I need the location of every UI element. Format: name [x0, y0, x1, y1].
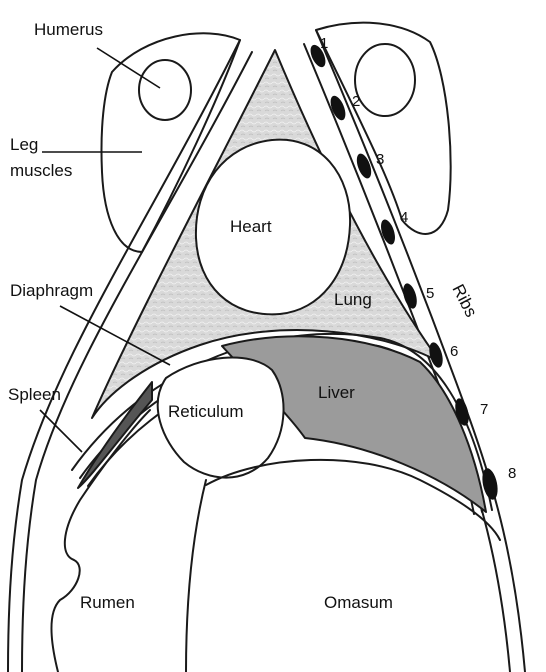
- label-lung: Lung: [334, 290, 372, 309]
- label-reticulum: Reticulum: [168, 402, 244, 421]
- rib-number-5: 5: [426, 285, 434, 302]
- label-heart: Heart: [230, 217, 272, 236]
- rumen-outline: [52, 410, 151, 672]
- rib-number-4: 4: [400, 209, 408, 226]
- label-leg-muscles-line1: Leg: [10, 135, 38, 154]
- label-diaphragm: Diaphragm: [10, 281, 93, 300]
- humerus-leader-line: [97, 48, 160, 88]
- rumen-omasum-boundary: [186, 480, 206, 672]
- label-leg-muscles-line2: muscles: [10, 161, 72, 180]
- rib-number-1: 1: [320, 35, 328, 52]
- label-rumen: Rumen: [80, 593, 135, 612]
- right-humerus-bone: [355, 44, 415, 116]
- spleen-organ: [78, 382, 152, 488]
- left-humerus-bone: [139, 60, 191, 120]
- rib-number-3: 3: [376, 151, 384, 168]
- rib-number-2: 2: [352, 93, 360, 110]
- label-liver: Liver: [318, 383, 355, 402]
- label-ribs: Ribs: [448, 281, 480, 320]
- rib-number-8: 8: [508, 465, 516, 482]
- label-omasum: Omasum: [324, 593, 393, 612]
- label-humerus: Humerus: [34, 20, 103, 39]
- rib-number-7: 7: [480, 401, 488, 418]
- rib-number-6: 6: [450, 343, 458, 360]
- heart-organ: [196, 140, 350, 315]
- label-spleen: Spleen: [8, 385, 61, 404]
